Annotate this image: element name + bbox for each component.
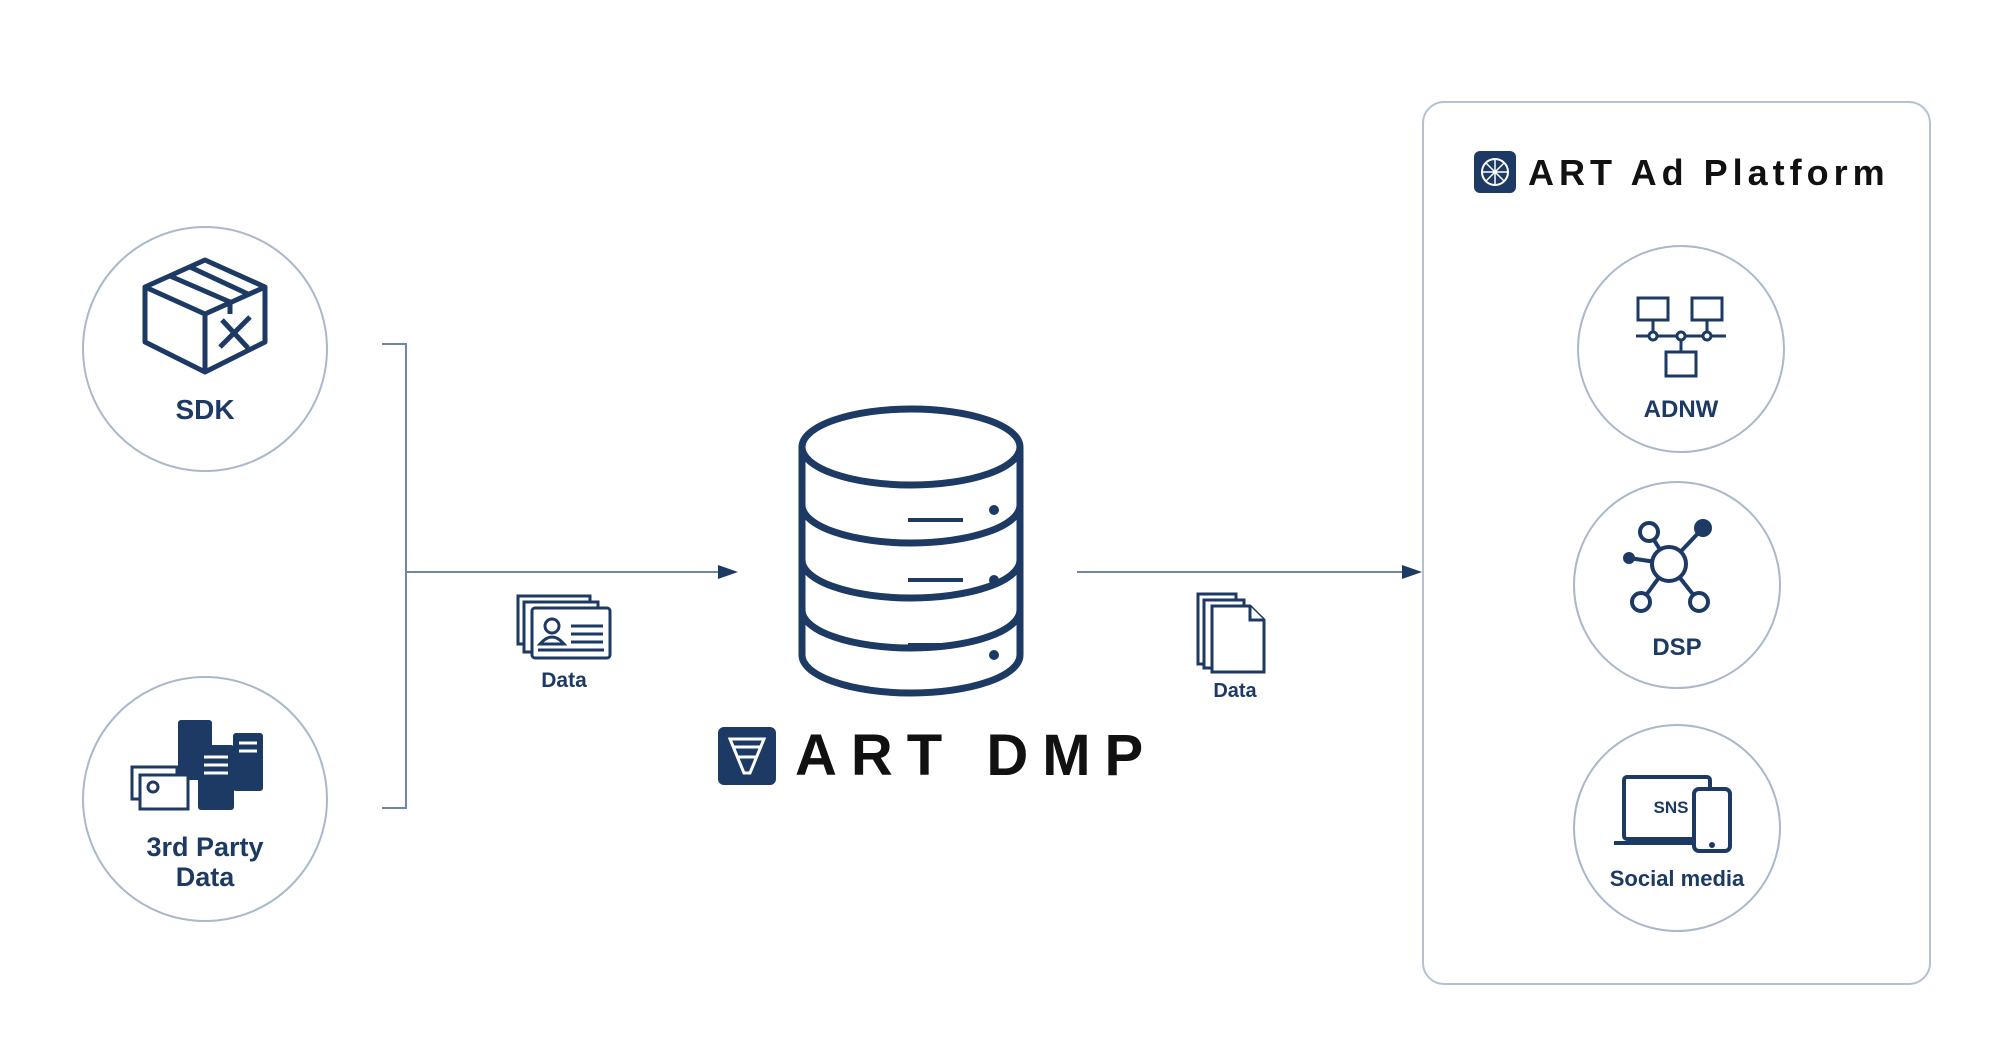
wheel-logo-icon xyxy=(1481,158,1509,186)
sdk-label: SDK xyxy=(175,394,235,425)
ad-platform-panel xyxy=(1422,101,1931,985)
network-icon xyxy=(1636,296,1726,378)
art-dmp-logo xyxy=(718,727,776,785)
laptop-phone-icon xyxy=(1614,775,1732,853)
social-media-label: Social media xyxy=(1609,866,1745,891)
documents-icon xyxy=(1196,592,1266,674)
database-icon xyxy=(798,405,1024,697)
hub-icon xyxy=(1623,519,1712,613)
id-cards-icon xyxy=(516,594,612,660)
third-party-label-line2: Data xyxy=(175,862,235,892)
dsp-label: DSP xyxy=(1652,634,1702,661)
third-party-label-line1: 3rd Party xyxy=(146,832,264,862)
ad-platform-logo xyxy=(1474,151,1516,193)
art-dmp-title: ART DMP xyxy=(795,723,1158,788)
data-in-label: Data xyxy=(541,669,587,692)
sns-screen-text: SNS xyxy=(1653,798,1689,817)
ad-platform-title: ART Ad Platform xyxy=(1528,152,1890,193)
dsp-node xyxy=(1573,481,1781,689)
data-out-label: Data xyxy=(1213,680,1257,702)
servers-cards-icon xyxy=(130,720,263,811)
adnw-label: ADNW xyxy=(1643,396,1719,423)
box-tools-icon xyxy=(142,257,268,375)
funnel-logo-icon xyxy=(727,737,767,775)
